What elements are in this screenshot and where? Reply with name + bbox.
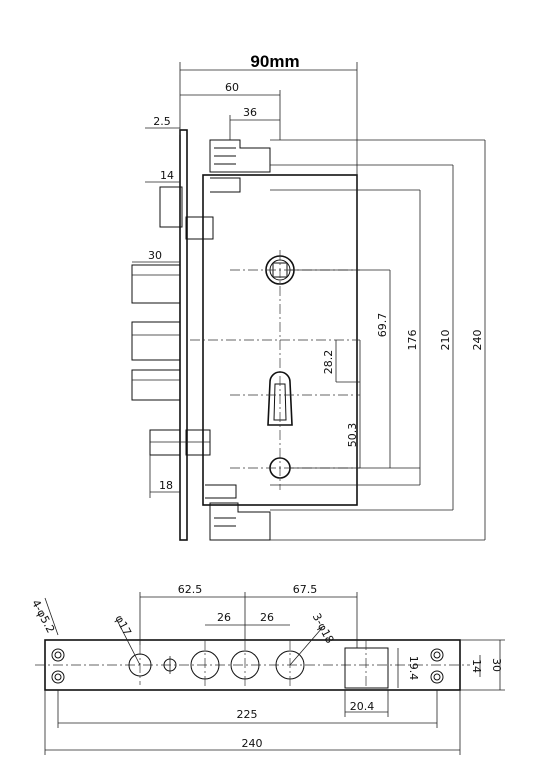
mounting-holes	[51, 648, 444, 684]
dim-18: 18	[159, 479, 173, 492]
side-view: 60 36 2.5 14 30 18 69.7 176 210 240 28.2…	[131, 62, 486, 541]
dim-2-5: 2.5	[153, 115, 171, 128]
dim-20-4: 20.4	[350, 700, 375, 713]
dim-240-front: 240	[242, 737, 263, 750]
dim-36: 36	[243, 106, 257, 119]
vertical-dimensions	[270, 139, 486, 541]
main-deadbolts	[131, 264, 181, 401]
upper-auxiliary-bolt	[159, 186, 214, 240]
dim-50-3: 50.3	[346, 423, 359, 448]
dim-26-left: 26	[217, 611, 231, 624]
lower-latch	[149, 429, 211, 456]
bottom-latch-bracket	[205, 484, 271, 541]
dim-69-7: 69.7	[376, 313, 389, 338]
dim-240-side: 240	[471, 330, 484, 351]
dim-30-front: 30	[490, 658, 503, 672]
dim-30-side: 30	[148, 249, 162, 262]
front-dimension-lines	[44, 592, 505, 755]
horizontal-dimensions	[132, 62, 358, 498]
dim-4-phi-5-2: 4-φ5.2	[29, 598, 57, 636]
dim-19-4: 19.4	[407, 656, 420, 681]
dim-60: 60	[225, 81, 239, 94]
dim-phi-17: φ17	[112, 613, 133, 638]
dim-14-front: 14	[470, 659, 483, 673]
dim-67-5: 67.5	[293, 583, 318, 596]
dim-26-right: 26	[260, 611, 274, 624]
latch-opening	[344, 640, 389, 690]
front-view: 62.5 67.5 26 26 225 240 20.4 19.4 14 30 …	[29, 583, 505, 755]
dim-62-5: 62.5	[178, 583, 203, 596]
top-latch-bracket	[209, 139, 271, 193]
dim-225: 225	[237, 708, 258, 721]
dim-210: 210	[439, 330, 452, 351]
dim-14-side: 14	[160, 169, 174, 182]
dim-176: 176	[406, 330, 419, 351]
dim-28-2: 28.2	[322, 350, 335, 375]
faceplate	[179, 129, 188, 541]
title-90mm: 90mm	[250, 52, 299, 71]
